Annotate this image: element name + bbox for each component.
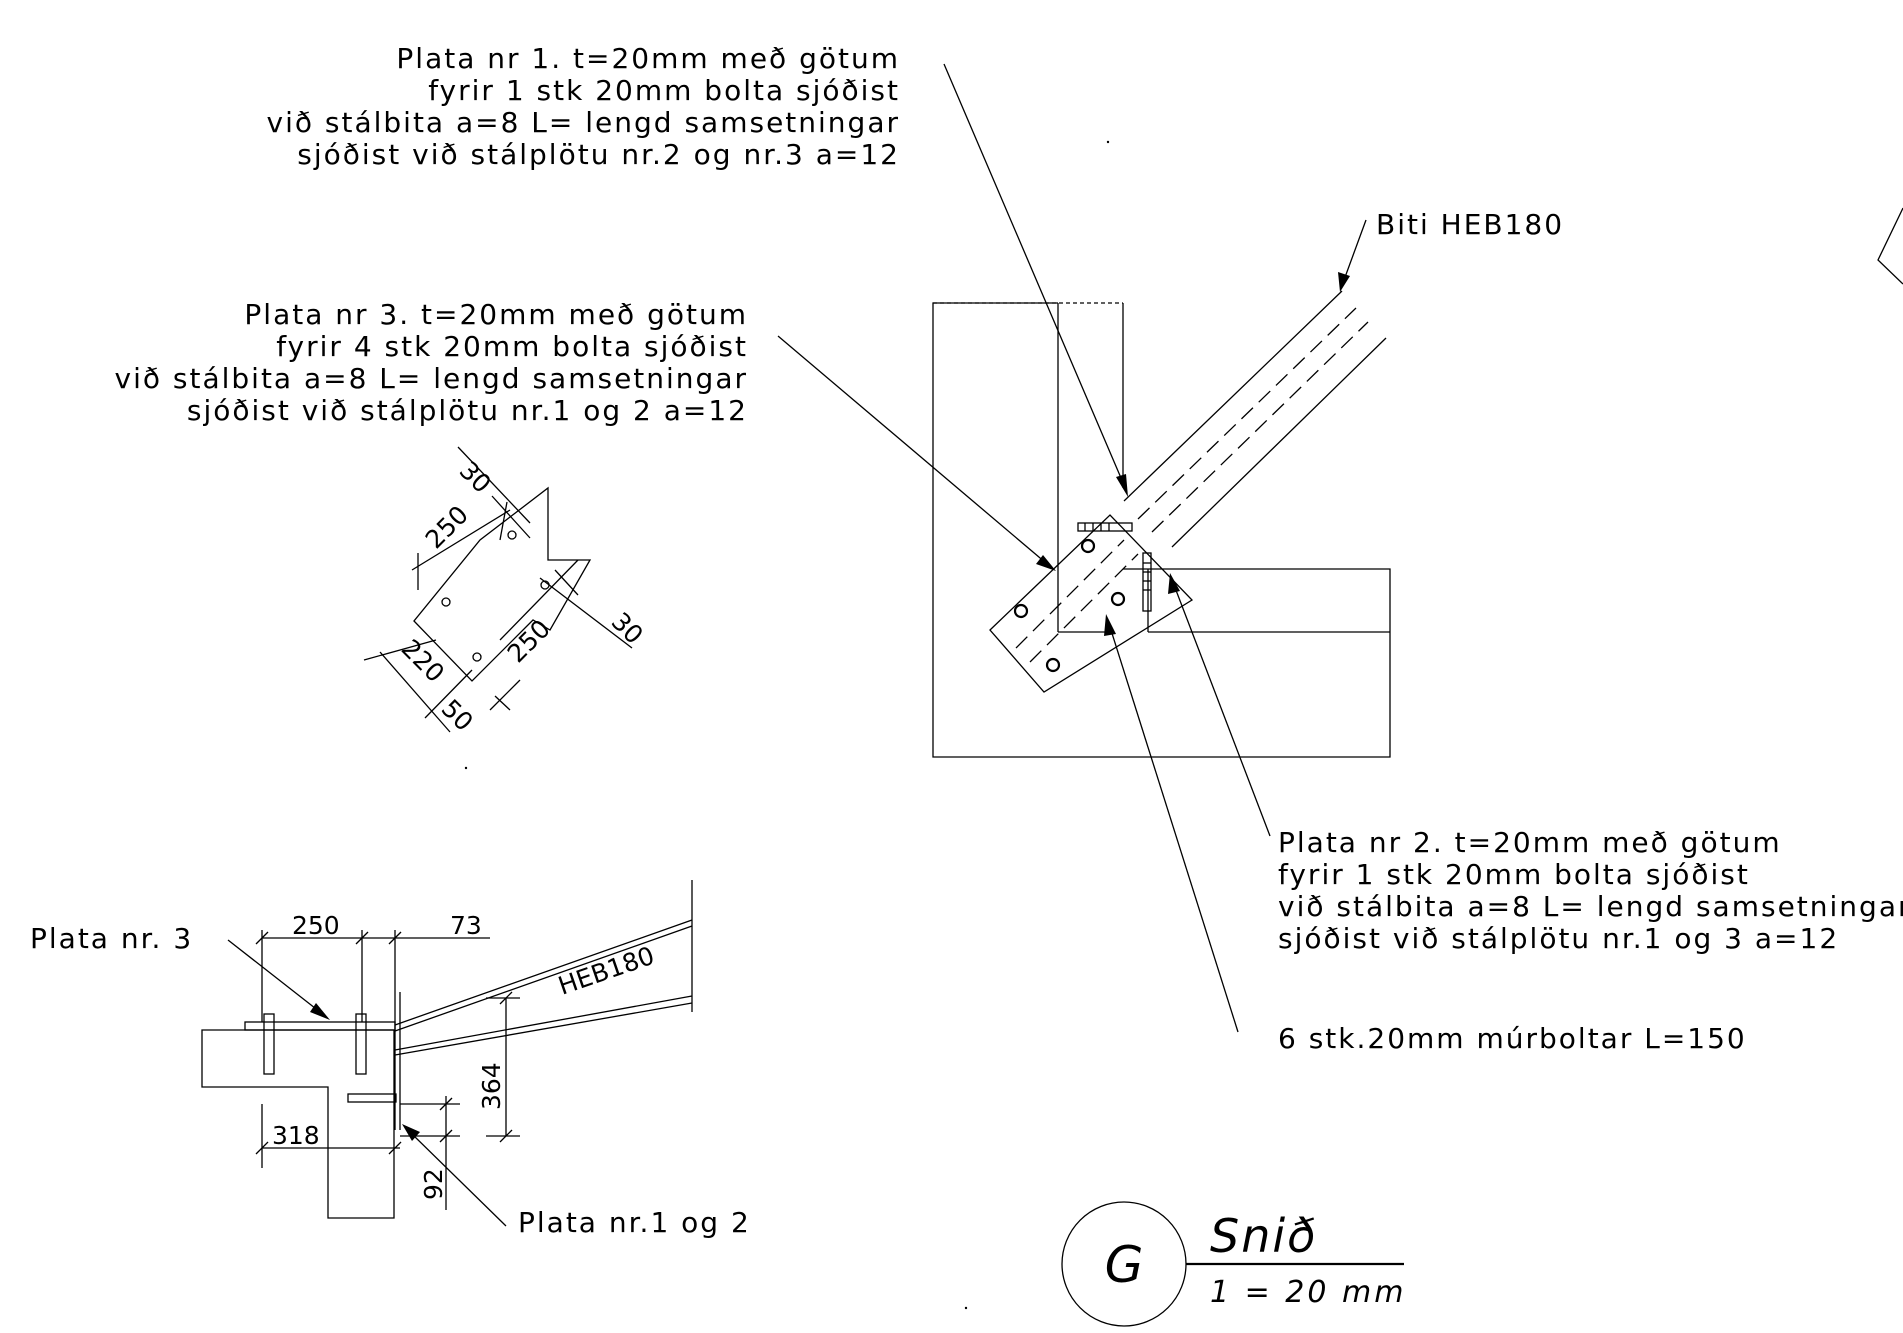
bolt-hole [1080, 538, 1096, 554]
plan-view [932, 290, 1391, 758]
note-plate-1-line-1: Plata nr 1. t=20mm með götum [396, 42, 900, 75]
note-plate-2: Plata nr 2. t=20mm með götum fyrir 1 stk… [1278, 826, 1903, 955]
title-block: G Snið 1 = 20 mm [1061, 1201, 1406, 1327]
dim-30-top: 30 [454, 456, 497, 499]
note-anchor-bolts: 6 stk.20mm múrboltar L=150 [1278, 1022, 1747, 1055]
section-letter: G [1105, 1236, 1144, 1294]
leader-beam [1338, 219, 1367, 292]
dim-250: 250 [292, 911, 340, 940]
note-plate-2-line-3: við stálbita a=8 L= lengd samsetningar [1278, 890, 1903, 923]
note-plate-3-line-2: fyrir 4 stk 20mm bolta sjóðist [276, 330, 748, 363]
dim-30-right: 30 [606, 607, 649, 650]
note-plate-2-line-4: sjóðist við stálplötu nr.1 og 3 a=12 [1278, 922, 1839, 955]
note-plate-1-line-3: við stálbita a=8 L= lengd samsetningar [267, 106, 901, 139]
plate-3-detail: 30 250 30 250 220 50 [363, 446, 649, 737]
bolt-hole [1110, 591, 1126, 607]
note-plate-1: Plata nr 1. t=20mm með götum fyrir 1 stk… [267, 42, 901, 171]
note-plate-3-line-3: við stálbita a=8 L= lengd samsetningar [115, 362, 749, 395]
bolt-hole [1013, 603, 1029, 619]
section-view: Plata nr. 3 HEB180 250 73 [30, 880, 751, 1239]
note-plate-1-line-2: fyrir 1 stk 20mm bolta sjóðist [428, 74, 900, 107]
note-plate-2-line-1: Plata nr 2. t=20mm með götum [1278, 826, 1782, 859]
note-plate-2-line-2: fyrir 1 stk 20mm bolta sjóðist [1278, 858, 1750, 891]
dim-73: 73 [450, 911, 482, 940]
bolt-hole [1045, 657, 1061, 673]
dim-92: 92 [419, 1168, 448, 1200]
dim-364: 364 [477, 1062, 506, 1110]
leader-anchor-bolts [1104, 614, 1239, 1033]
note-plate-3-line-1: Plata nr 3. t=20mm með götum [244, 298, 748, 331]
cut-marker-partial [1877, 207, 1903, 285]
note-plate-3-line-4: sjóðist við stálplötu nr.1 og 2 a=12 [187, 394, 748, 427]
note-plate-1-line-4: sjóðist við stálplötu nr.2 og nr.3 a=12 [297, 138, 900, 171]
dim-318: 318 [272, 1121, 320, 1150]
note-beam: Biti HEB180 [1376, 208, 1564, 241]
dim-250-bottom: 250 [502, 614, 556, 668]
section-title: Snið [1210, 1209, 1317, 1263]
leader-plate-2 [1168, 573, 1271, 837]
leader-plate-1 [943, 63, 1128, 497]
label-plates-1-2: Plata nr.1 og 2 [518, 1206, 751, 1239]
dim-250-left: 250 [420, 500, 474, 554]
section-scale: 1 = 20 mm [1210, 1275, 1406, 1310]
leader-plate-3 [777, 335, 1056, 571]
note-plate-3: Plata nr 3. t=20mm með götum fyrir 4 stk… [115, 298, 749, 427]
label-plate-3: Plata nr. 3 [30, 922, 193, 955]
